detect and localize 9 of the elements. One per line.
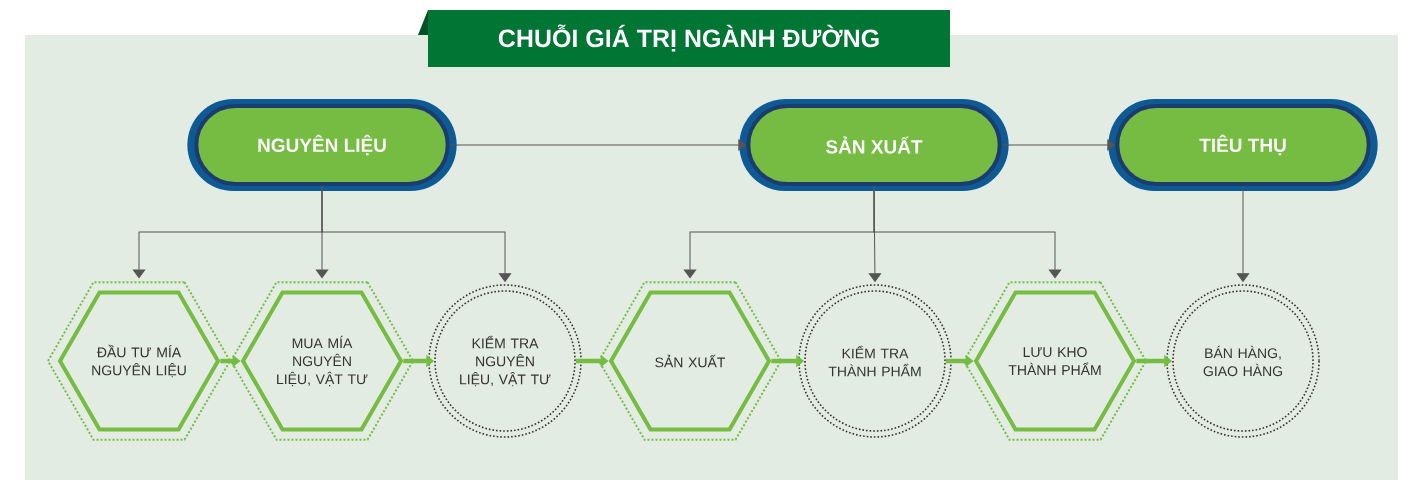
- stage-pill: NGUYÊN LIỆU: [187, 99, 457, 191]
- arrow: [321, 185, 512, 282]
- arrow: [449, 139, 746, 151]
- arrow: [1236, 185, 1250, 282]
- title-banner: CHUỖI GIÁ TRỊ NGÀNH ĐƯỜNG: [418, 10, 950, 67]
- stage-pill: TIÊU THỤ: [1108, 99, 1378, 191]
- arrow: [1001, 139, 1115, 151]
- arrow: [873, 185, 1062, 279]
- stage-pill: SẢN XUẤT: [739, 99, 1009, 191]
